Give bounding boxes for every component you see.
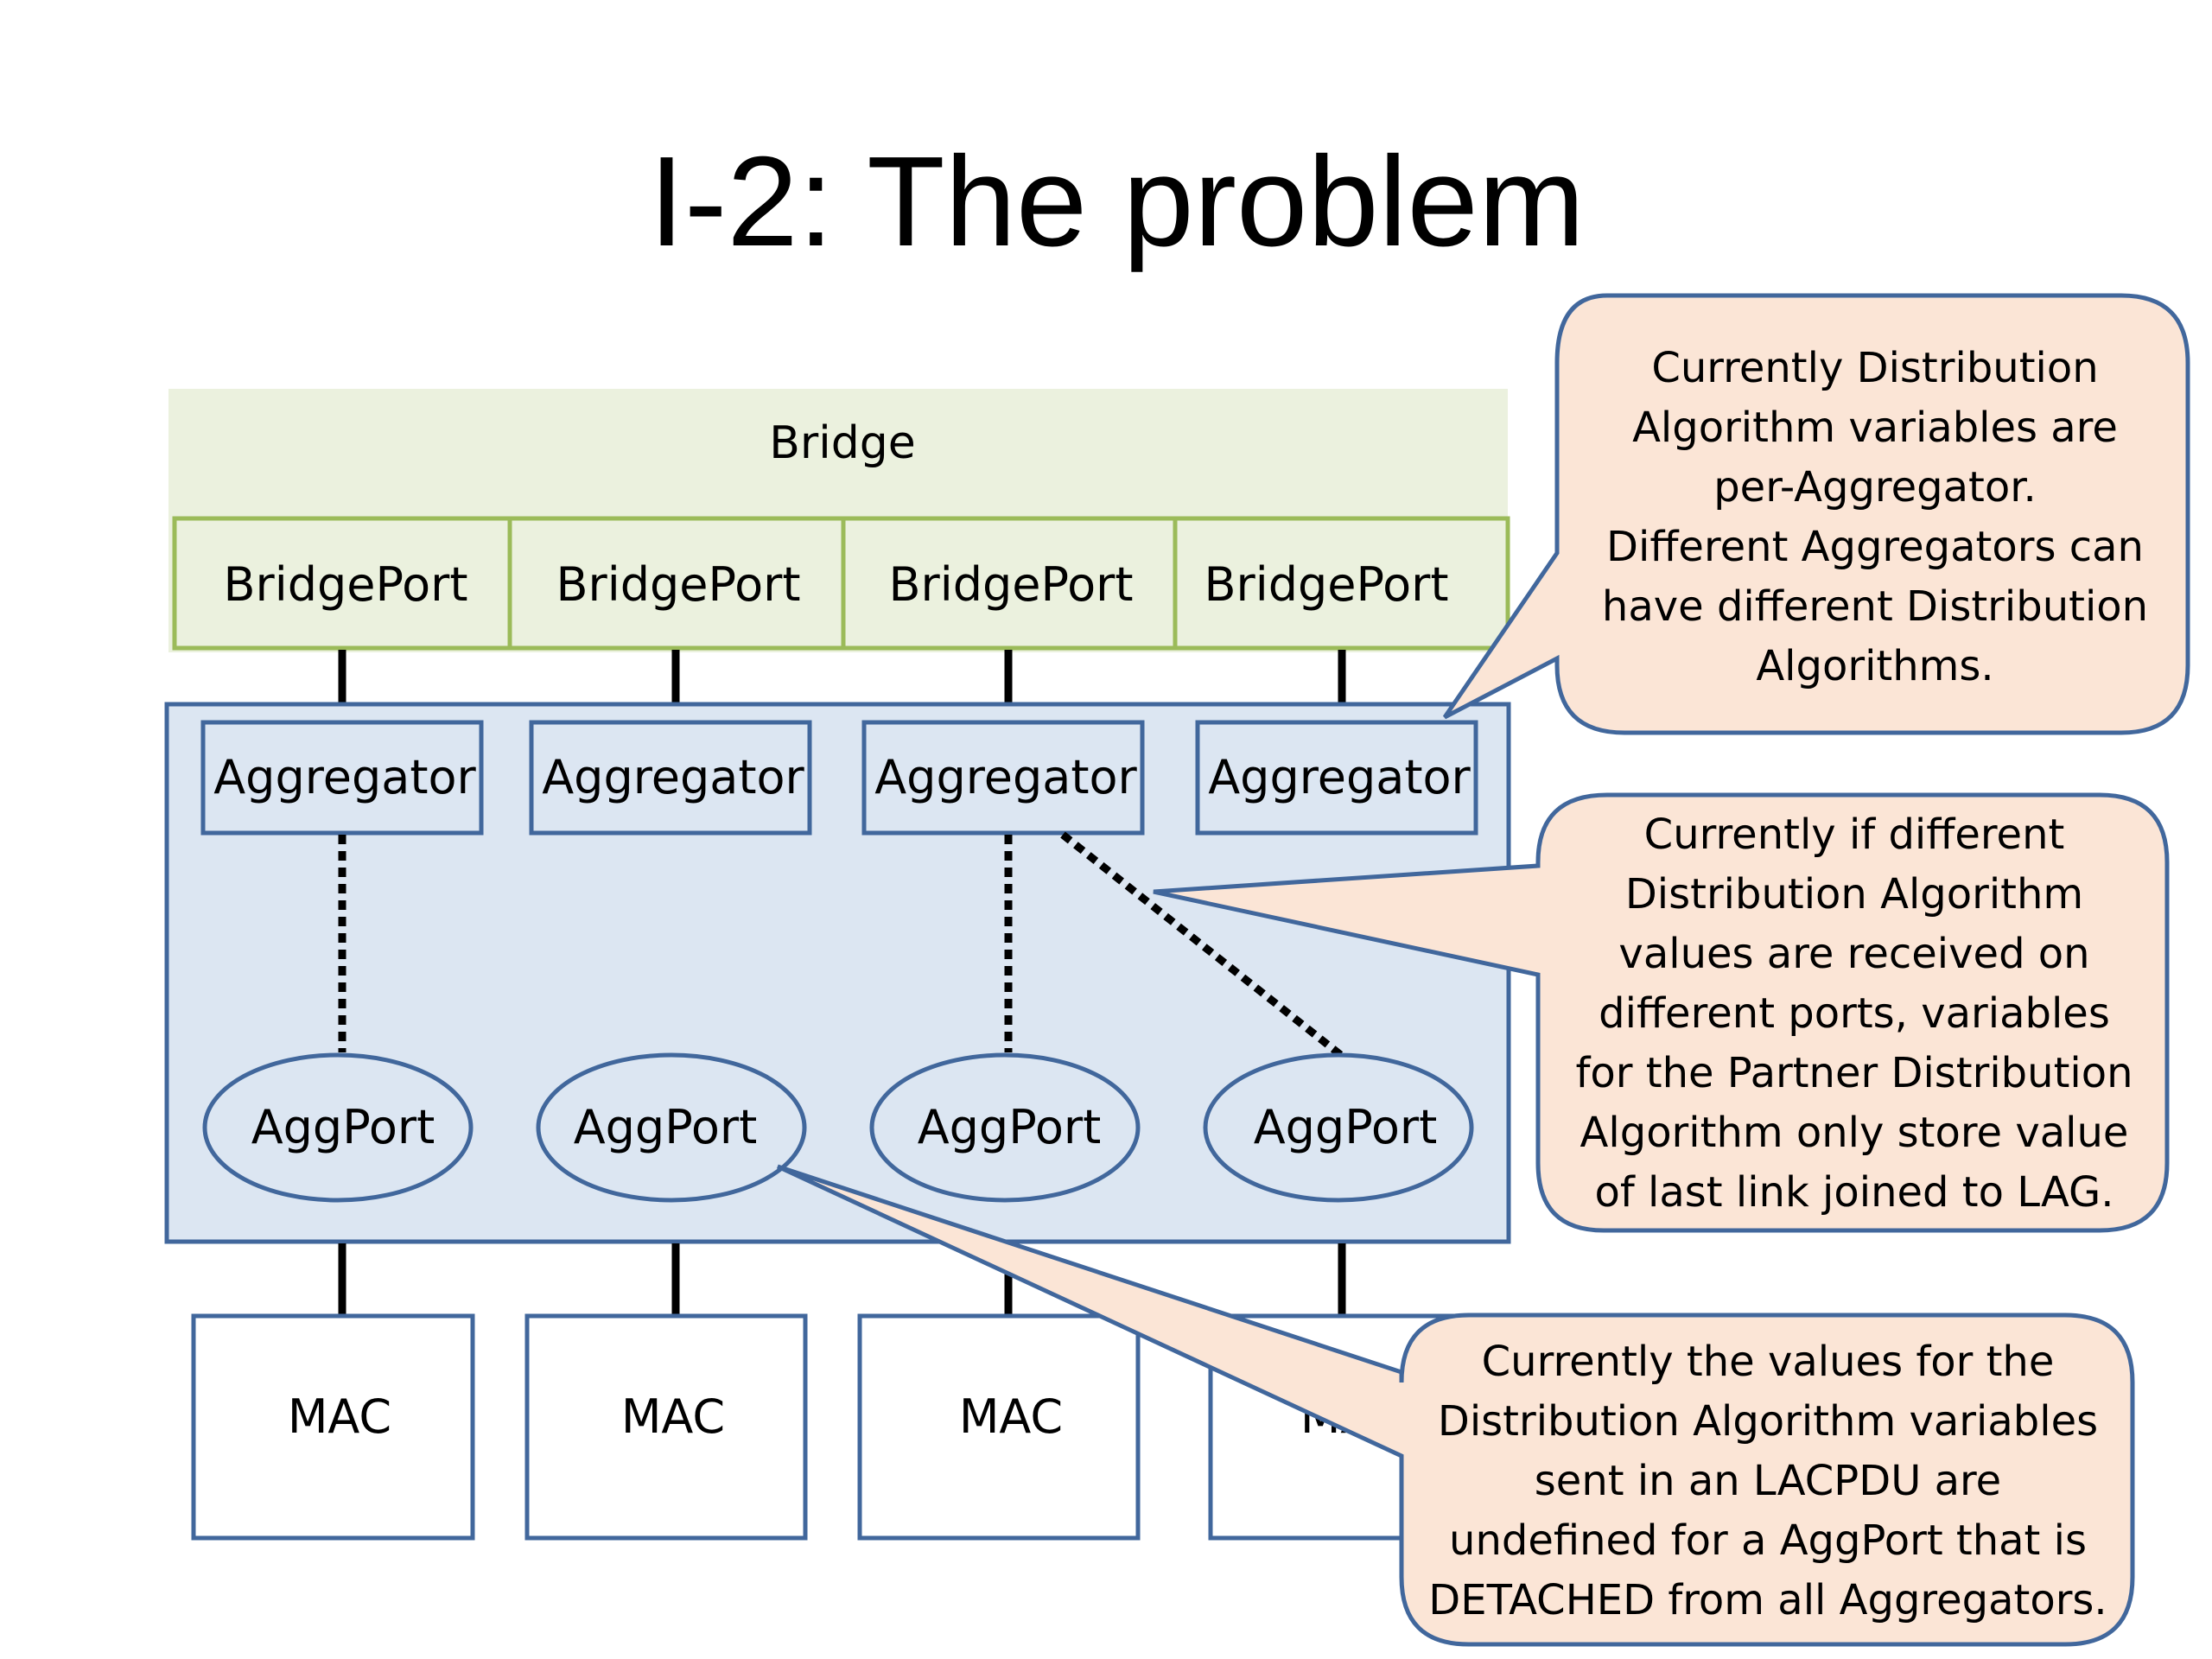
mac-2-label: MAC	[959, 1389, 1063, 1444]
agg-port-3: AggPort	[1203, 1052, 1474, 1203]
callout-1-text: Currently Distribution Algorithm variabl…	[1564, 339, 2186, 696]
callout-2-line-6: of last link joined to LAG.	[1594, 1168, 2114, 1217]
bridge-connectors	[338, 650, 1346, 704]
callout-3-line-0: Currently the values for the	[1481, 1338, 2055, 1386]
bridge-port-3-label: BridgePort	[1204, 557, 1448, 612]
bridge-port-3: BridgePort	[1173, 516, 1510, 651]
agg-port-2: AggPort	[869, 1052, 1141, 1203]
callout-1-line-4: have different Distribution	[1601, 582, 2149, 631]
aggregator-3: Aggregator	[1195, 720, 1478, 836]
aggregator-0: Aggregator	[200, 720, 484, 836]
callout-3-line-1: Distribution Algorithm variables	[1437, 1397, 2099, 1446]
bridge-port-2-label: BridgePort	[888, 557, 1133, 612]
callout-2-line-3: different ports, variables	[1599, 989, 2110, 1038]
callout-1-shape	[1442, 293, 2190, 735]
callout-3-line-4: DETACHED from all Aggregators.	[1428, 1576, 2107, 1624]
aggregator-0-label: Aggregator	[213, 750, 476, 804]
callout-2-line-4: for the Partner Distribution	[1575, 1049, 2133, 1097]
aggregator-1: Aggregator	[529, 720, 812, 836]
mac-2: MAC	[857, 1313, 1141, 1541]
bridge-port-1: BridgePort	[507, 516, 846, 651]
callout-2-line-1: Distribution Algorithm	[1624, 870, 2084, 918]
callout-1-line-5: Algorithms.	[1756, 642, 1994, 690]
aggregator-3-label: Aggregator	[1208, 750, 1471, 804]
callout-2-text: Currently if different Distribution Algo…	[1547, 805, 2162, 1223]
bridge-port-2: BridgePort	[841, 516, 1178, 651]
mac-1-label: MAC	[621, 1389, 725, 1444]
aggregator-2: Aggregator	[861, 720, 1145, 836]
bridge-label: Bridge	[769, 417, 916, 469]
agg-port-1-label: AggPort	[574, 1100, 758, 1154]
agg-port-0: AggPort	[202, 1052, 474, 1203]
callout-3-text: Currently the values for the Distributio…	[1408, 1332, 2127, 1630]
agg-port-1: AggPort	[536, 1052, 807, 1203]
callout-2-shape	[1153, 792, 2170, 1233]
agg-port-0-label: AggPort	[251, 1100, 435, 1154]
attach-lines	[338, 831, 1344, 1059]
slide-title: I-2: The problem	[648, 130, 1586, 273]
bridge-port-0: BridgePort	[172, 516, 512, 651]
callout-3-line-3: undefined for a AggPort that is	[1449, 1516, 2087, 1565]
callout-1-line-0: Currently Distribution	[1651, 344, 2099, 392]
callout-2-line-5: Algorithm only store value	[1580, 1109, 2129, 1157]
callout-2-line-2: values are received on	[1618, 930, 2090, 978]
callout-3-shape	[776, 1164, 2135, 1647]
bridge-port-0-label: BridgePort	[223, 557, 467, 612]
callout-1-line-2: per-Aggregator.	[1713, 463, 2037, 512]
agg-port-2-label: AggPort	[918, 1100, 1102, 1154]
callout-1-line-1: Algorithm variables are	[1632, 404, 2118, 452]
callout-3-line-2: sent in an LACPDU are	[1534, 1457, 2002, 1505]
mac-0: MAC	[191, 1313, 475, 1541]
bridge-port-1-label: BridgePort	[556, 557, 800, 612]
mac-1: MAC	[524, 1313, 808, 1541]
callout-2-line-0: Currently if different	[1643, 810, 2065, 859]
aggregator-1-label: Aggregator	[542, 750, 804, 804]
agg-port-3-label: AggPort	[1254, 1100, 1438, 1154]
callout-1-line-3: Different Aggregators can	[1606, 523, 2144, 571]
aggregator-2-label: Aggregator	[874, 750, 1137, 804]
mac-0-label: MAC	[288, 1389, 391, 1444]
